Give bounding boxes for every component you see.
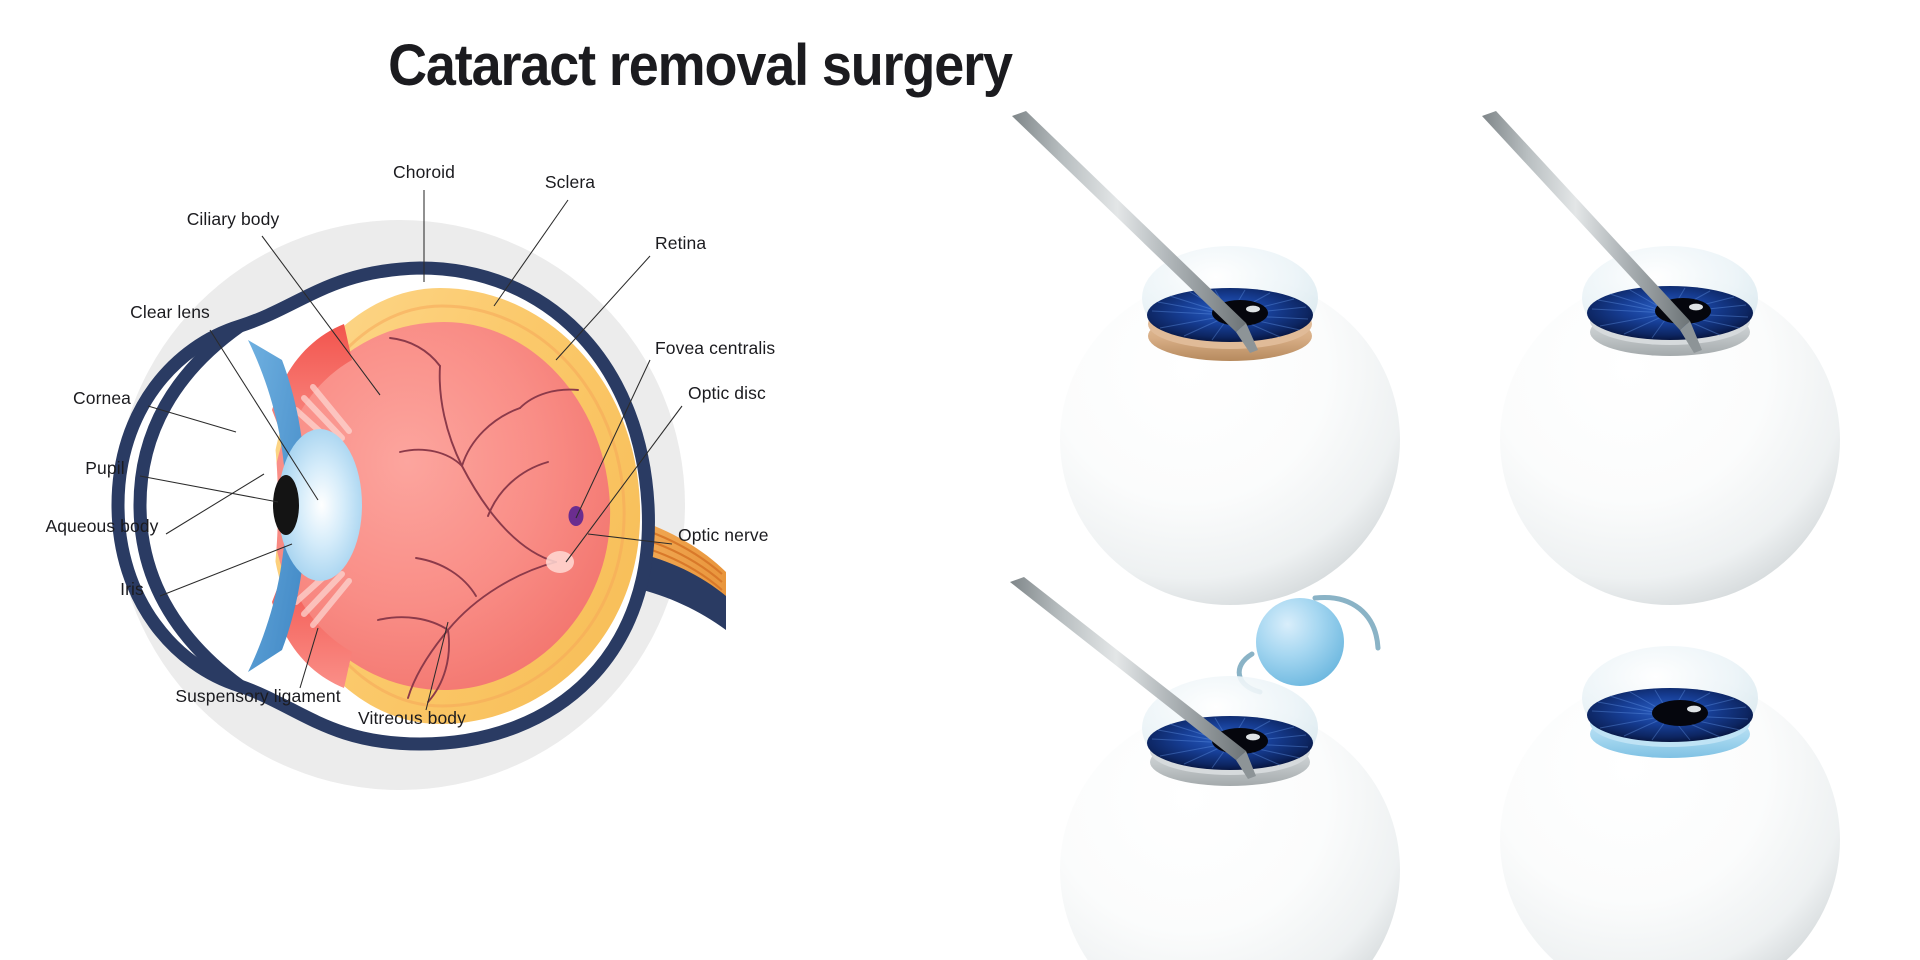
eye-globe [111, 261, 655, 751]
leader-pupil [139, 475, 279, 503]
label-iris: Iris [120, 579, 144, 599]
eyeball [1060, 705, 1400, 960]
label-pupil: Pupil [85, 458, 124, 478]
label-cornea: Cornea [73, 388, 131, 408]
leader-suspensory-ligament [299, 627, 319, 689]
retinal-blood-vessels [377, 337, 579, 703]
surgery-panel-step-3 [1000, 470, 1460, 960]
aqueous-body [152, 334, 278, 678]
eye-cross-section-svg: Choroid Sclera Ciliary body Retina Clear… [45, 162, 775, 790]
label-optic-nerve: Optic nerve [678, 525, 769, 545]
label-fovea-centralis: Fovea centralis [655, 338, 775, 358]
leader-fovea-centralis [575, 359, 651, 519]
fovea-centralis-marker [568, 506, 584, 526]
surgery-panel-4-svg [1500, 646, 1840, 960]
retina-layer [286, 304, 626, 708]
surgical-probe [1010, 577, 1256, 779]
iol-haptic-upper [1312, 594, 1381, 651]
leader-sclera [493, 199, 569, 307]
iris-layer [248, 340, 306, 672]
surgery-panel-2-svg [1482, 111, 1840, 605]
anatomy-label-group: Choroid Sclera Ciliary body Retina Clear… [45, 162, 775, 728]
pupil-highlight [1689, 303, 1703, 311]
leader-aqueous-body [165, 473, 265, 535]
pupil-highlight [1246, 733, 1260, 741]
eyeball [1060, 275, 1400, 605]
label-retina: Retina [655, 233, 706, 253]
pupil-highlight [1246, 305, 1260, 313]
leader-ciliary-body [261, 235, 381, 396]
label-sclera: Sclera [545, 172, 595, 192]
leader-clear-lens [209, 329, 319, 501]
pupil [1652, 700, 1708, 726]
surgery-panel-step-2 [1440, 110, 1900, 605]
label-clear-lens: Clear lens [130, 302, 210, 322]
eyeball [1500, 275, 1840, 605]
page-title: Cataract removal surgery [388, 33, 1013, 98]
anatomy-leader-lines [139, 190, 683, 711]
leader-cornea [147, 405, 237, 433]
leader-retina [555, 255, 651, 361]
leader-optic-disc [565, 405, 683, 563]
surgery-panel-1-svg [1012, 111, 1400, 605]
cataract-surgery-step-grid [1000, 110, 1920, 960]
iol-optic [1256, 598, 1344, 686]
label-aqueous-body: Aqueous body [45, 516, 158, 536]
cornea-layer [133, 320, 244, 692]
eyeball [1500, 675, 1840, 960]
label-vitreous-body: Vitreous body [358, 708, 466, 728]
surgery-panel-step-4 [1440, 510, 1900, 960]
surgical-probe [1012, 111, 1258, 353]
label-choroid: Choroid [393, 162, 455, 182]
surgical-probe [1482, 111, 1702, 353]
optic-disc-marker [546, 551, 574, 573]
pupil-highlight [1687, 705, 1701, 713]
clear-lens [278, 429, 362, 581]
pupil [273, 475, 299, 535]
surgery-panel-3-svg [1010, 577, 1400, 960]
label-optic-disc: Optic disc [688, 383, 766, 403]
leader-iris [159, 543, 293, 597]
label-suspensory-ligament: Suspensory ligament [175, 686, 340, 706]
surgery-panel-step-1 [1000, 110, 1460, 605]
label-ciliary-body: Ciliary body [187, 209, 280, 229]
eye-anatomy-figure: Choroid Sclera Ciliary body Retina Clear… [0, 110, 1000, 930]
iol-implant [1236, 594, 1381, 695]
vitreous-body [272, 322, 611, 690]
leader-optic-nerve [587, 533, 673, 545]
leader-vitreous-body [425, 621, 449, 711]
